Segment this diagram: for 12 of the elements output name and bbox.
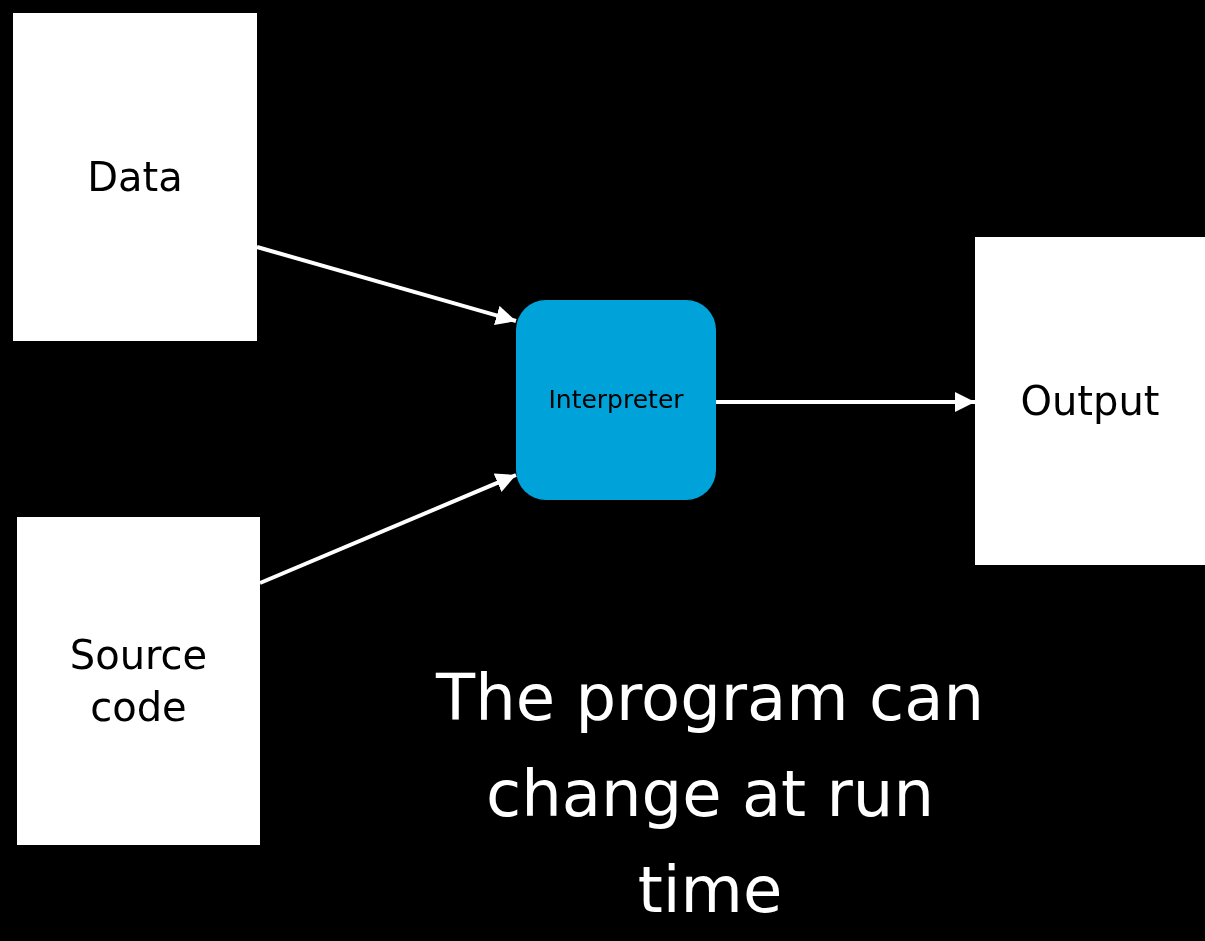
arrow (716, 392, 975, 412)
node-label: Interpreter (547, 383, 685, 416)
input-box (13, 13, 257, 341)
node-label: Source code (68, 631, 209, 732)
caption-text: The program can change at run time (434, 660, 985, 929)
node-label: Output (1019, 377, 1161, 426)
output-box (975, 237, 1205, 565)
input-box (17, 517, 260, 845)
process-box (516, 300, 716, 500)
arrow (256, 245, 517, 326)
arrow (259, 473, 517, 585)
node-label: Data (86, 153, 184, 202)
